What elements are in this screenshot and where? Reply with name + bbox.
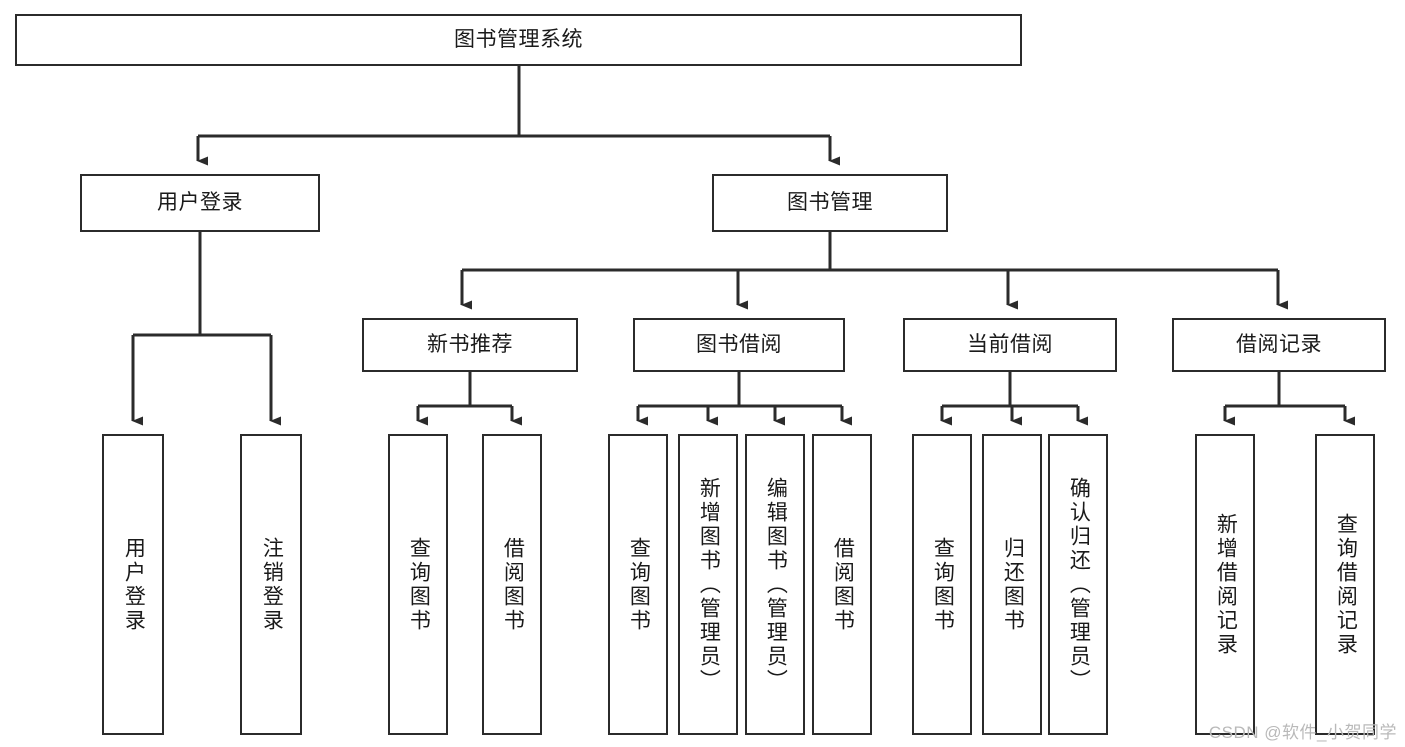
node-label: 图书管理系统 [454,27,583,51]
node-label: 新书推荐 [427,332,513,356]
node-label: 借阅图书 [501,536,525,633]
node-leaf-user-login[interactable]: 用户登录 [102,434,164,735]
node-book-manage[interactable]: 图书管理 [712,174,948,232]
node-leaf-add-book[interactable]: 新增图书（管理员） [678,434,738,735]
node-leaf-query-borrow-record[interactable]: 查询借阅记录 [1315,434,1375,735]
node-book-borrow[interactable]: 图书借阅 [633,318,845,372]
node-leaf-user-logout[interactable]: 注销登录 [240,434,302,735]
node-label: 查询图书 [407,536,431,633]
watermark-text: CSDN @软件_小贺同学 [1208,723,1397,742]
node-label: 确认归还（管理员） [1067,476,1091,693]
node-label: 编辑图书（管理员） [764,476,788,693]
node-leaf-return-book[interactable]: 归还图书 [982,434,1042,735]
node-label: 归还图书 [1001,536,1025,633]
node-label: 借阅图书 [831,536,855,633]
node-leaf-query-book-1[interactable]: 查询图书 [388,434,448,735]
node-leaf-query-book-3[interactable]: 查询图书 [912,434,972,735]
node-label: 图书借阅 [696,332,782,356]
node-leaf-borrow-book-2[interactable]: 借阅图书 [812,434,872,735]
node-leaf-query-book-2[interactable]: 查询图书 [608,434,668,735]
connector-group [131,66,1355,426]
node-label: 新增图书（管理员） [697,476,721,693]
node-leaf-confirm-return[interactable]: 确认归还（管理员） [1048,434,1108,735]
node-label: 查询图书 [627,536,651,633]
node-new-book-recommend[interactable]: 新书推荐 [362,318,578,372]
node-label: 用户登录 [157,190,243,214]
node-label: 图书管理 [787,190,873,214]
node-label: 当前借阅 [967,332,1053,356]
node-leaf-edit-book[interactable]: 编辑图书（管理员） [745,434,805,735]
node-label: 新增借阅记录 [1214,512,1238,657]
node-label: 用户登录 [122,536,146,633]
node-label: 注销登录 [260,536,284,633]
node-root[interactable]: 图书管理系统 [15,14,1022,66]
node-leaf-borrow-book-1[interactable]: 借阅图书 [482,434,542,735]
node-label: 借阅记录 [1236,332,1322,356]
node-borrow-record[interactable]: 借阅记录 [1172,318,1386,372]
node-label: 查询图书 [931,536,955,633]
node-label: 查询借阅记录 [1334,512,1358,657]
node-current-borrow[interactable]: 当前借阅 [903,318,1117,372]
node-user-login[interactable]: 用户登录 [80,174,320,232]
node-leaf-add-borrow-record[interactable]: 新增借阅记录 [1195,434,1255,735]
